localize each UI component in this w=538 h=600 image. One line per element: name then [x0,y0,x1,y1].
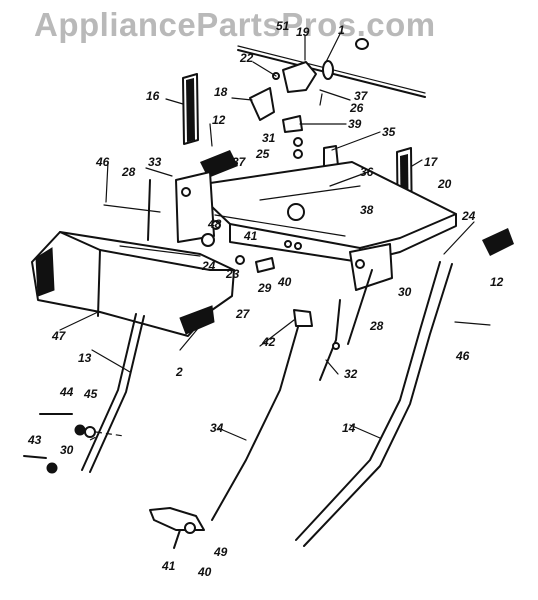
callout-47: 47 [51,329,67,343]
control-panel-part-20 [189,161,457,263]
callout-33: 33 [148,155,162,169]
callout-12: 12 [212,113,226,127]
callout-14: 14 [342,421,356,435]
callout-19: 19 [296,25,310,39]
side-brackets [175,171,393,291]
callout-27: 27 [235,307,251,321]
center-hardware [103,203,491,326]
callout-24: 24 [461,209,476,223]
callout-38: 38 [360,203,374,217]
callout-30: 30 [60,443,74,457]
callout-36: 36 [360,165,374,179]
callout-29: 29 [257,281,272,295]
callout-30: 30 [398,285,412,299]
callout-46: 46 [95,155,110,169]
callout-22: 22 [239,51,254,65]
leader-lines [59,33,475,441]
callout-31: 31 [262,131,276,145]
callout-41: 41 [243,229,258,243]
handle-part-13 [81,179,151,473]
callout-43: 43 [27,433,42,447]
callout-46: 46 [455,349,470,363]
callout-26: 26 [349,101,364,115]
callout-18: 18 [214,85,228,99]
callout-13: 13 [78,351,92,365]
callout-51: 51 [276,19,290,33]
callout-24: 24 [201,259,216,273]
callout-1: 1 [338,23,345,37]
callout-48: 48 [207,217,222,231]
callout-20: 20 [437,177,452,191]
rod-part-34 [211,309,313,521]
shaft-part-1 [237,38,426,98]
callout-32: 32 [344,367,358,381]
callout-35: 35 [382,125,396,139]
callout-45: 45 [83,387,98,401]
lever-part-49 [149,507,205,549]
callout-28: 28 [369,319,384,333]
callout-2: 2 [175,365,183,379]
shift-bracket-assembly [249,35,323,159]
callout-37: 37 [232,155,247,169]
callout-12: 12 [490,275,504,289]
callout-39: 39 [348,117,362,131]
callout-41: 41 [161,559,176,573]
callout-labels: 1 2 12 12 13 14 16 17 18 19 20 22 23 24 … [27,19,504,579]
left-hardware [23,413,125,474]
callout-34: 34 [210,421,224,435]
callout-16: 16 [146,89,160,103]
callout-40: 40 [277,275,292,289]
callout-40: 40 [197,565,212,579]
shroud-part-47 [31,231,235,337]
callout-44: 44 [59,385,74,399]
callout-17: 17 [424,155,439,169]
callout-49: 49 [213,545,228,559]
control-grips [200,150,514,256]
callout-42: 42 [261,335,276,349]
callout-37: 37 [354,89,369,103]
callout-23: 23 [225,267,240,281]
callout-25: 25 [255,147,270,161]
callout-28: 28 [121,165,136,179]
cable-part-32 [319,299,341,381]
handle-part-14 [295,261,453,547]
